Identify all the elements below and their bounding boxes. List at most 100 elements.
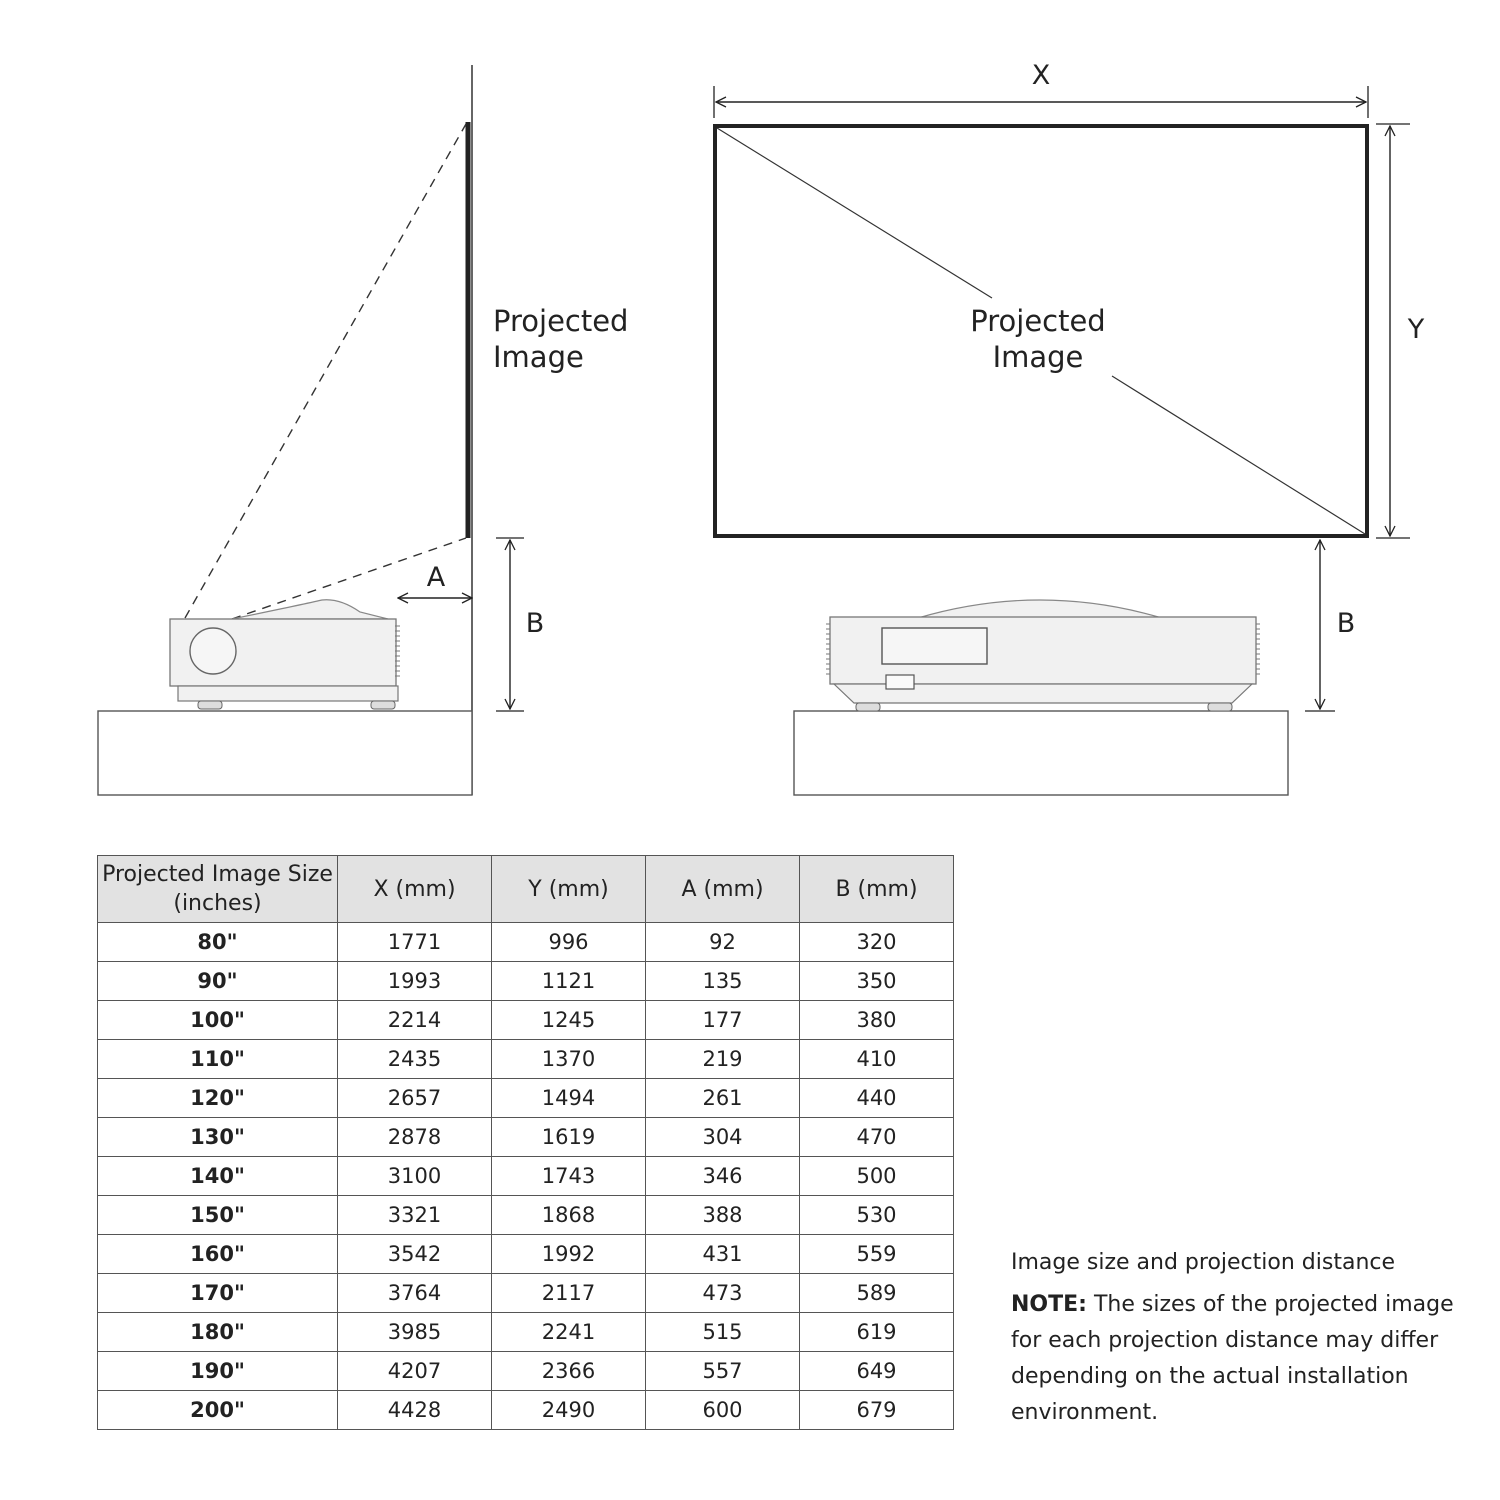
table-cell: 4428 [337, 1390, 492, 1430]
table-cell: 304 [645, 1117, 800, 1157]
table-cell-size: 140" [97, 1156, 338, 1196]
table-cell-size: 120" [97, 1078, 338, 1118]
table-cell: 600 [645, 1390, 800, 1430]
header-b: B (mm) [799, 855, 954, 923]
lens-icon [189, 627, 237, 675]
table-cell: 177 [645, 1000, 800, 1040]
table-cell: 679 [799, 1390, 954, 1430]
front-view: X Projected Image Y B [713, 60, 1425, 796]
front-table [793, 710, 1289, 796]
table-cell: 1619 [491, 1117, 646, 1157]
table-cell-size: 90" [97, 961, 338, 1001]
table-cell: 1993 [337, 961, 492, 1001]
table-cell: 4207 [337, 1351, 492, 1391]
side-screen-label-line1: Projected [493, 304, 628, 338]
upper-beam [184, 123, 467, 619]
table-cell: 135 [645, 961, 800, 1001]
front-screen-label-line2: Image [993, 340, 1084, 374]
table-cell: 1370 [491, 1039, 646, 1079]
table-cell: 1868 [491, 1195, 646, 1235]
front-button-icon [885, 674, 915, 690]
table-cell: 2214 [337, 1000, 492, 1040]
projection-distance-table: Projected Image Size (inches) X (mm) Y (… [97, 855, 954, 1430]
header-y: Y (mm) [491, 855, 646, 923]
table-cell: 1992 [491, 1234, 646, 1274]
table-cell: 2657 [337, 1078, 492, 1118]
note-text: The sizes of the projected image for eac… [1011, 1292, 1454, 1425]
table-cell-size: 160" [97, 1234, 338, 1274]
table-cell: 2241 [491, 1312, 646, 1352]
dim-b-side-label: B [526, 608, 545, 639]
table-cell: 2435 [337, 1039, 492, 1079]
table-cell: 1771 [337, 922, 492, 962]
side-table [97, 710, 473, 796]
table-cell: 530 [799, 1195, 954, 1235]
table-cell: 219 [645, 1039, 800, 1079]
table-cell: 1121 [491, 961, 646, 1001]
table-cell: 515 [645, 1312, 800, 1352]
sensor-window [881, 627, 988, 665]
table-cell: 2878 [337, 1117, 492, 1157]
table-cell: 3542 [337, 1234, 492, 1274]
note-title: Image size and projection distance [1011, 1250, 1396, 1275]
table-cell: 1494 [491, 1078, 646, 1118]
side-view: A B Projected Image [97, 65, 628, 796]
table-cell: 1743 [491, 1156, 646, 1196]
table-cell-size: 110" [97, 1039, 338, 1079]
front-screen-label-line1: Projected [970, 304, 1105, 338]
table-cell: 3985 [337, 1312, 492, 1352]
table-cell: 350 [799, 961, 954, 1001]
table-cell: 92 [645, 922, 800, 962]
table-cell-size: 100" [97, 1000, 338, 1040]
table-cell-size: 190" [97, 1351, 338, 1391]
table-cell: 410 [799, 1039, 954, 1079]
table-cell: 619 [799, 1312, 954, 1352]
table-cell-size: 200" [97, 1390, 338, 1430]
table-cell: 3321 [337, 1195, 492, 1235]
installation-diagram: A B Projected Image X Projected Image Y … [97, 60, 1425, 796]
table-cell: 3764 [337, 1273, 492, 1313]
table-cell: 996 [491, 922, 646, 962]
dim-b-front-label: B [1337, 608, 1356, 639]
projector-side [169, 599, 400, 710]
table-cell-size: 150" [97, 1195, 338, 1235]
table-cell: 3100 [337, 1156, 492, 1196]
table-cell: 440 [799, 1078, 954, 1118]
table-cell: 2366 [491, 1351, 646, 1391]
table-cell: 2490 [491, 1390, 646, 1430]
table-cell-size: 180" [97, 1312, 338, 1352]
table-cell: 261 [645, 1078, 800, 1118]
header-x: X (mm) [337, 855, 492, 923]
table-cell: 2117 [491, 1273, 646, 1313]
table-cell-size: 130" [97, 1117, 338, 1157]
header-a: A (mm) [645, 855, 800, 923]
note-body: NOTE: The sizes of the projected image f… [1011, 1287, 1481, 1431]
table-cell: 470 [799, 1117, 954, 1157]
dim-x-label: X [1032, 60, 1051, 91]
table-header-row: Projected Image Size (inches) X (mm) Y (… [97, 855, 954, 923]
note-block: Image size and projection distance NOTE:… [1011, 1250, 1481, 1431]
table-cell: 388 [645, 1195, 800, 1235]
dim-y-label: Y [1407, 314, 1425, 345]
table-cell: 500 [799, 1156, 954, 1196]
header-size: Projected Image Size (inches) [97, 855, 338, 923]
table-cell: 589 [799, 1273, 954, 1313]
table-cell: 1245 [491, 1000, 646, 1040]
table-cell: 320 [799, 922, 954, 962]
table-cell: 380 [799, 1000, 954, 1040]
table-cell: 557 [645, 1351, 800, 1391]
note-label: NOTE: [1011, 1292, 1087, 1317]
table-cell: 649 [799, 1351, 954, 1391]
table-cell-size: 170" [97, 1273, 338, 1313]
dim-a-label: A [427, 562, 446, 593]
